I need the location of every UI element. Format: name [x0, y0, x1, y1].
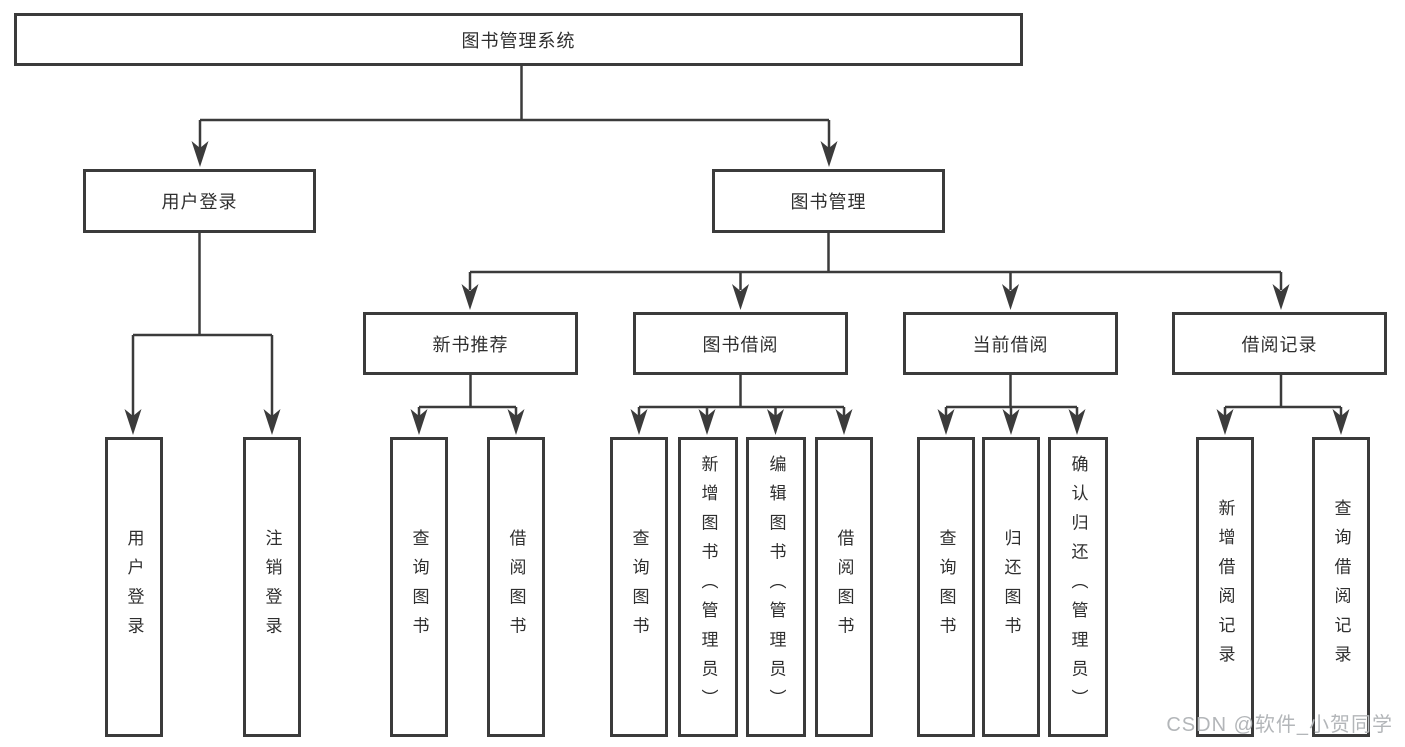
edge-root-to-level2 [198, 66, 831, 150]
edge-bookborrow-to-leaves [637, 375, 846, 418]
node-logout-leaf: 注销登录 [243, 437, 301, 737]
arrowhead [1002, 409, 1020, 435]
arrowhead [1332, 409, 1350, 435]
arrowhead [767, 409, 784, 435]
arrowhead [507, 409, 525, 435]
node-cb-return-book: 归还图书 [982, 437, 1040, 737]
node-cb-return-book-label: 归还图书 [1001, 528, 1021, 646]
arrowheads [124, 141, 1350, 435]
node-new-book-recommend: 新书推荐 [363, 312, 578, 375]
node-cb-query-book-label: 查询图书 [936, 528, 956, 646]
node-root: 图书管理系统 [14, 13, 1023, 66]
arrowhead [937, 409, 955, 435]
edge-newbookrec-to-leaves [417, 375, 518, 418]
node-book-borrow: 图书借阅 [633, 312, 848, 375]
node-bb-add-book-admin: 新增图书（管理员） [678, 437, 738, 737]
arrowhead [698, 409, 716, 435]
node-br-add-record: 新增借阅记录 [1196, 437, 1254, 737]
node-user-login-leaf-label: 用户登录 [124, 528, 144, 646]
edge-bookmgmt-to-level3 [468, 233, 1283, 290]
node-user-login-branch: 用户登录 [83, 169, 316, 233]
node-root-label: 图书管理系统 [461, 30, 576, 51]
arrowhead [1272, 284, 1290, 310]
node-book-borrow-label: 图书借阅 [702, 334, 779, 355]
node-book-mgmt-branch: 图书管理 [712, 169, 945, 233]
node-bb-add-book-admin-label: 新增图书（管理员） [698, 455, 718, 719]
node-current-borrow: 当前借阅 [903, 312, 1118, 375]
node-bb-borrow-book-label: 借阅图书 [834, 528, 854, 646]
node-bb-query-book-label: 查询图书 [629, 528, 649, 646]
node-rec-query-book: 查询图书 [390, 437, 448, 737]
node-logout-leaf-label: 注销登录 [262, 528, 282, 646]
arrowhead [630, 409, 648, 435]
csdn-watermark: CSDN @软件_小贺同学 [1166, 714, 1393, 736]
arrowhead [732, 284, 749, 310]
node-rec-query-book-label: 查询图书 [409, 528, 429, 646]
node-bb-edit-book-admin-label: 编辑图书（管理员） [766, 455, 786, 719]
node-br-add-record-label: 新增借阅记录 [1215, 499, 1235, 675]
node-bb-query-book: 查询图书 [610, 437, 668, 737]
node-br-query-record-label: 查询借阅记录 [1331, 499, 1351, 675]
node-user-login-leaf: 用户登录 [105, 437, 163, 737]
arrowhead [820, 141, 838, 167]
node-rec-borrow-book-label: 借阅图书 [506, 528, 526, 646]
node-cb-query-book: 查询图书 [917, 437, 975, 737]
arrowhead [191, 141, 209, 167]
node-cb-confirm-return-admin: 确认归还（管理员） [1048, 437, 1108, 737]
node-bb-borrow-book: 借阅图书 [815, 437, 873, 737]
node-rec-borrow-book: 借阅图书 [487, 437, 545, 737]
node-borrow-record-label: 借阅记录 [1241, 334, 1318, 355]
arrowhead [1002, 284, 1019, 310]
node-borrow-record: 借阅记录 [1172, 312, 1387, 375]
arrowhead [410, 409, 428, 435]
arrowhead [1216, 409, 1234, 435]
arrowhead [124, 409, 142, 435]
node-user-login-branch-label: 用户登录 [161, 192, 238, 212]
node-current-borrow-label: 当前借阅 [972, 334, 1049, 355]
node-new-book-recommend-label: 新书推荐 [432, 334, 509, 355]
edge-currentborrow-to-leaves [944, 375, 1079, 418]
arrowhead [835, 409, 853, 435]
node-bb-edit-book-admin: 编辑图书（管理员） [746, 437, 806, 737]
node-cb-confirm-return-admin-label: 确认归还（管理员） [1068, 455, 1088, 719]
edge-borrowrecord-to-leaves [1223, 375, 1343, 418]
arrowhead [461, 284, 479, 310]
arrowhead [1068, 409, 1086, 435]
node-book-mgmt-branch-label: 图书管理 [790, 192, 867, 212]
edge-userlogin-to-leaves [131, 233, 274, 418]
node-br-query-record: 查询借阅记录 [1312, 437, 1370, 737]
arrowhead [263, 409, 281, 435]
